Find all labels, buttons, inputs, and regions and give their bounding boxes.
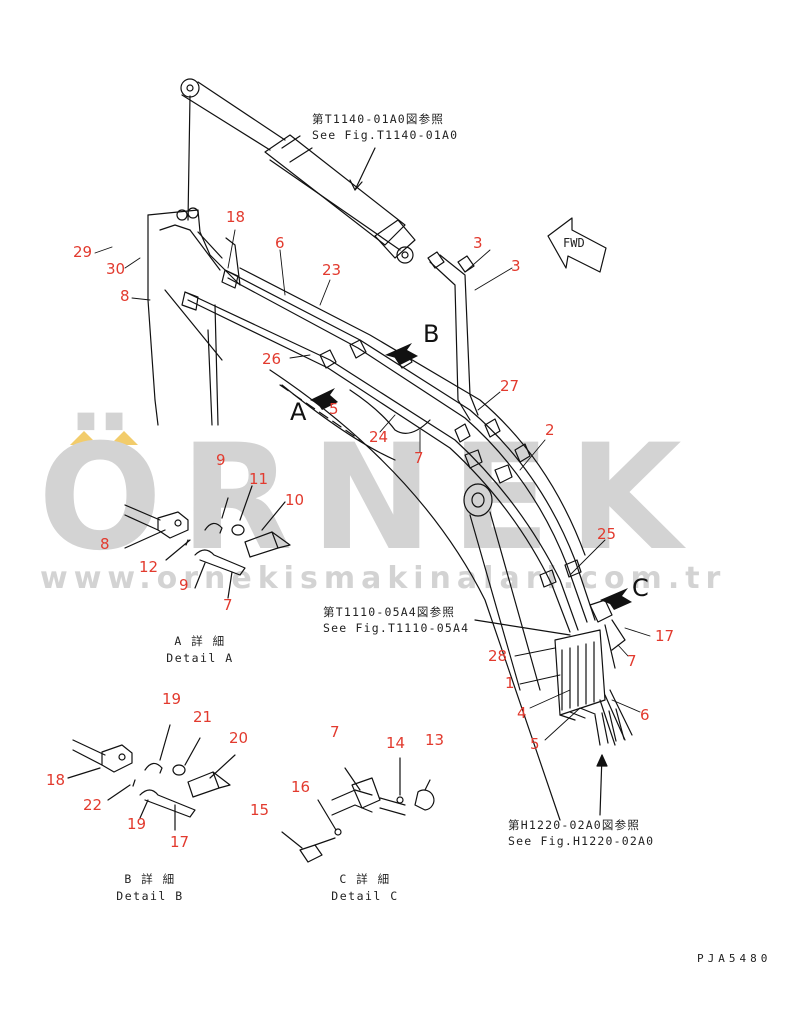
pipe-3 [427,251,479,421]
reference-note-top-jp: 第T1140-01A0図参照 [312,112,445,126]
part-number: 29 [73,243,93,261]
drawing-code: PJA5480 [697,952,772,965]
detail-b-drawing [67,724,236,831]
part-number: 16 [291,778,311,796]
part-number: 7 [223,596,233,614]
connector-block [554,619,633,746]
arm [463,483,541,691]
ref-arrow-top-head [349,179,363,191]
view-letter-a: A [290,398,307,426]
part-number: 19 [127,815,147,833]
part-number: 15 [250,801,270,819]
reference-note-bottom: 第H1220-02A0図参照 See Fig.H1220-02A0 [508,817,654,849]
part-number: 30 [106,260,126,278]
part-number: 17 [655,627,675,645]
part-number: 19 [162,690,182,708]
part-number: 17 [170,833,190,851]
part-number: 13 [425,731,445,749]
part-number: 8 [120,287,130,305]
part-number: 20 [229,729,249,747]
view-arrow-b [385,343,418,365]
part-number: 1 [505,674,515,692]
part-number: 14 [386,734,406,752]
view-arrow-a [310,388,338,410]
part-number: 28 [488,647,508,665]
fwd-arrow [547,217,607,273]
view-arrow-c [600,588,632,610]
part-number: 18 [226,208,246,226]
fwd-label: FWD [563,236,585,250]
boom-cylinder [180,78,416,264]
part-number: 6 [640,706,650,724]
reference-note-top-en: See Fig.T1140-01A0 [312,128,459,142]
part-number: 18 [46,771,66,789]
view-letter-c: C [632,574,649,602]
ref-arrow-mid [474,619,571,636]
part-number: 7 [330,723,340,741]
boom-body [147,207,561,821]
part-number: 24 [369,428,389,446]
part-number: 6 [275,234,285,252]
reference-note-middle-jp: 第T1110-05A4図参照 [323,605,456,619]
reference-note-top: 第T1140-01A0図参照 See Fig.T1140-01A0 [312,111,458,143]
reference-note-middle-en: See Fig.T1110-05A4 [323,621,470,635]
part-number: 9 [216,451,226,469]
detail-c-jp: C 詳 細 [339,872,391,886]
part-number: 7 [627,652,637,670]
leader-lines [94,229,651,741]
part-number: 22 [83,796,103,814]
part-number: 5 [329,400,339,418]
reference-note-bottom-en: See Fig.H1220-02A0 [508,834,655,848]
detail-c-en: Detail C [331,889,399,903]
detail-a-drawing [124,485,291,599]
detail-c-caption: C 詳 細 Detail C [325,871,405,905]
part-number: 8 [100,535,110,553]
part-number: 3 [473,234,483,252]
ref-arrow-bot-head [596,754,608,767]
detail-b-en: Detail B [116,889,184,903]
hose-24 [349,389,431,434]
part-number: 4 [517,704,527,722]
detail-a-caption: A 詳 細 Detail A [160,633,240,667]
watermark-brand: ÖRNEK [38,413,700,583]
part-number: 11 [249,470,269,488]
detail-c-drawing [281,757,435,863]
part-number: 2 [545,421,555,439]
detail-b-jp: B 詳 細 [124,872,176,886]
watermark-accent [70,431,98,445]
part-number: 7 [414,449,424,467]
part-number: 9 [179,576,189,594]
watermark-accent [110,431,138,445]
part-number: 26 [262,350,282,368]
part-number: 27 [500,377,520,395]
part-number: 25 [597,525,617,543]
view-letter-b: B [423,320,440,348]
part-number: 10 [285,491,305,509]
hose-bundle [181,267,613,633]
ref-arrow-top [354,147,376,191]
detail-b-caption: B 詳 細 Detail B [110,871,190,905]
watermark-url: www.ornekismakinalari.com.tr [40,561,727,596]
centerline [279,384,361,441]
detail-a-en: Detail A [166,651,234,665]
part-number: 5 [530,735,540,753]
detail-a-jp: A 詳 細 [174,634,226,648]
reference-note-bottom-jp: 第H1220-02A0図参照 [508,818,641,832]
part-number: 3 [511,257,521,275]
part-number: 23 [322,261,342,279]
reference-note-middle: 第T1110-05A4図参照 See Fig.T1110-05A4 [323,604,469,636]
part-number: 21 [193,708,213,726]
part-number: 12 [139,558,159,576]
